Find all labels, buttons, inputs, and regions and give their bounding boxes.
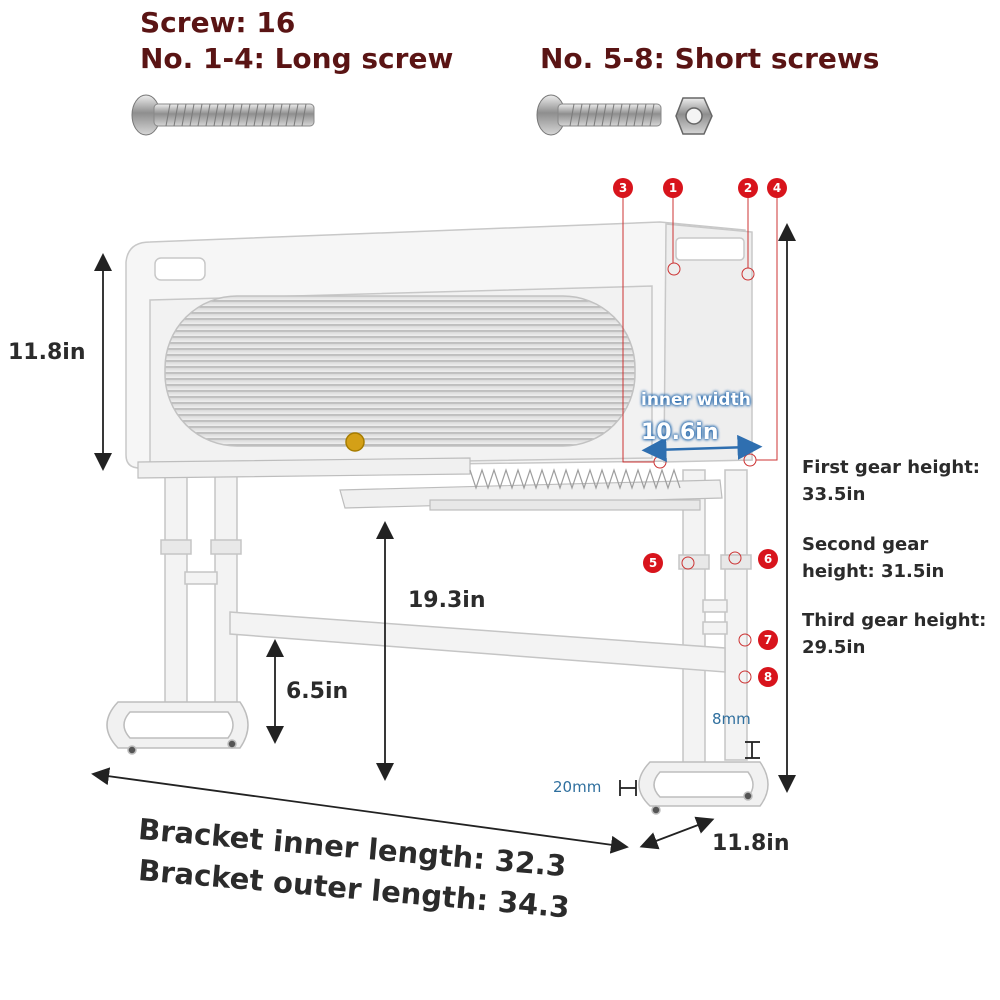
long-screw-icon bbox=[131, 94, 315, 136]
gear-height-3: Third gear height: 29.5in bbox=[802, 610, 987, 658]
cabinet-height-label: 11.8in bbox=[8, 340, 86, 365]
depth-label: 11.8in bbox=[712, 831, 790, 856]
screw-badge-4: 4 bbox=[767, 178, 787, 198]
inner-width-value: 10.6in bbox=[641, 420, 719, 445]
screw-badge-7: 7 bbox=[758, 630, 778, 650]
gear-height-1: First gear height: 33.5in bbox=[802, 457, 981, 505]
screw-badge-6: 6 bbox=[758, 549, 778, 569]
rack-legs bbox=[160, 469, 752, 776]
screw-badge-8: 8 bbox=[758, 667, 778, 687]
gear-height-2: Second gear height: 31.5in bbox=[802, 534, 945, 582]
long-screw-label: No. 1-4: Long screw bbox=[140, 42, 454, 75]
screw-badge-2: 2 bbox=[738, 178, 758, 198]
dish-shelf bbox=[137, 457, 723, 511]
short-screw-label: No. 5-8: Short screws bbox=[540, 42, 880, 75]
screw-badge-5: 5 bbox=[643, 553, 663, 573]
inner-width-arrow bbox=[641, 434, 763, 463]
rack-feet bbox=[106, 701, 769, 815]
screw-count-label: Screw: 16 bbox=[140, 6, 296, 39]
bolt-size-label: 8mm bbox=[712, 710, 751, 728]
screw-badge-1: 1 bbox=[663, 178, 683, 198]
short-screw-icon bbox=[536, 94, 662, 136]
dimension-lines bbox=[91, 223, 796, 854]
inner-width-label: inner width bbox=[641, 390, 751, 410]
foot-width-label: 20mm bbox=[553, 778, 602, 796]
crossbar-height-label: 6.5in bbox=[286, 679, 349, 704]
cabinet bbox=[125, 221, 753, 469]
hex-nut-icon bbox=[675, 97, 713, 135]
shelf-clearance-label: 19.3in bbox=[408, 588, 486, 613]
screw-badge-3: 3 bbox=[613, 178, 633, 198]
